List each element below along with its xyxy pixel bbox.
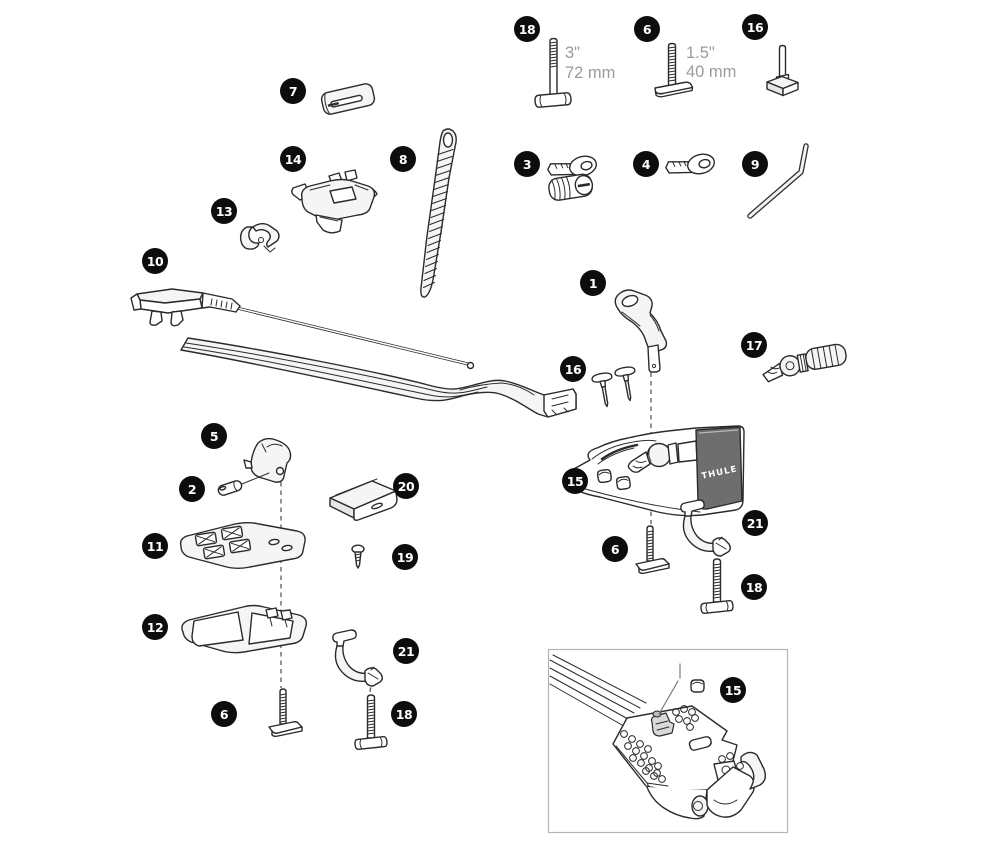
callout-badge-15-right: 15 (562, 468, 588, 494)
callout-badge-4: 4 (633, 151, 659, 177)
inset-nut-icon (690, 679, 705, 693)
inset-under-body (646, 751, 767, 820)
part-17-adjuster-knob (762, 343, 847, 383)
callout-badge-18-top: 18 (514, 16, 540, 42)
part-21-clamp-left (332, 629, 383, 687)
dim-18-inches: 3" (565, 44, 580, 62)
part-7-sleeve (320, 83, 376, 115)
inset-rail-lines (549, 654, 647, 726)
part-19-screw (351, 544, 365, 569)
part-10-wheel-holder-rod (130, 288, 475, 370)
callout-badge-13: 13 (211, 198, 237, 224)
part-4-key (663, 150, 718, 183)
part-18-bolt-right (699, 558, 735, 615)
callout-badge-6-top: 6 (634, 16, 660, 42)
part-wheel-tray-rail (180, 337, 577, 418)
callout-badge-12: 12 (142, 614, 168, 640)
callout-badge-18-right: 18 (741, 574, 767, 600)
callout-badge-21-right: 21 (742, 510, 768, 536)
part-18-top-bolt (534, 37, 572, 108)
part-11-adapter-plate (179, 522, 306, 569)
callout-badge-9: 9 (742, 151, 768, 177)
dim-6-metric: 40 mm (686, 63, 736, 81)
callout-badge-6-left: 6 (211, 701, 237, 727)
callout-badge-19: 19 (392, 544, 418, 570)
part-main-carrier-body: THULE (564, 425, 745, 517)
part-6-tbolt-right (635, 525, 670, 575)
part-12-frame-plate (181, 604, 308, 654)
callout-badge-14: 14 (280, 146, 306, 172)
callout-badge-18-left: 18 (391, 701, 417, 727)
part-1-clamp-lever (614, 289, 668, 373)
part-8-wheel-strap (420, 128, 457, 298)
part-6-tbolt-left (268, 688, 303, 738)
callout-badge-17: 17 (741, 332, 767, 358)
part-5-hook (243, 437, 292, 483)
dim-6-inches: 1.5" (686, 44, 715, 62)
callout-badge-3: 3 (514, 151, 540, 177)
dim-18-metric: 72 mm (565, 64, 615, 82)
callout-badge-11: 11 (142, 533, 168, 559)
part-14-frame-bracket (291, 169, 378, 234)
part-18-bolt-left (353, 694, 389, 751)
part-3-lock-set (545, 152, 600, 201)
part-6-top-bolt (654, 42, 694, 98)
part-16-top-adapter (766, 44, 799, 97)
inset-leader-line (658, 663, 681, 715)
part-13-clip (239, 223, 280, 253)
callout-badge-2: 2 (179, 476, 205, 502)
callout-badge-16-mid: 16 (560, 356, 586, 382)
callout-badge-8: 8 (390, 146, 416, 172)
callout-badge-21-left: 21 (393, 638, 419, 664)
lock-cylinder-icon (548, 173, 594, 201)
callout-badge-16-top: 16 (742, 14, 768, 40)
callout-badge-7: 7 (280, 78, 306, 104)
part-20-wedge-block (329, 478, 398, 521)
callout-badge-10: 10 (142, 248, 168, 274)
part-2-pin (217, 472, 270, 496)
inset-detail-view (547, 648, 789, 834)
part-16-tbolt-pair (590, 365, 641, 409)
callout-badge-1: 1 (580, 270, 606, 296)
callout-badge-6-right: 6 (602, 536, 628, 562)
inset-clamp-bracket (650, 710, 675, 737)
part-9-hex-wrench (747, 143, 809, 219)
callout-badge-5: 5 (201, 423, 227, 449)
callout-badge-15-inset: 15 (720, 677, 746, 703)
callout-badge-20: 20 (393, 473, 419, 499)
